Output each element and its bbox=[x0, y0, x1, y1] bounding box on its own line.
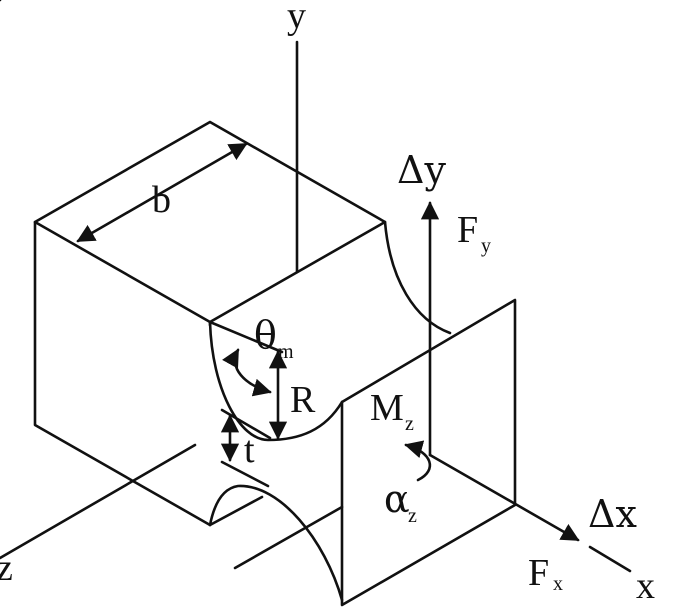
notch-lower-profile bbox=[208, 484, 344, 602]
t-ref-bottom bbox=[220, 460, 270, 488]
coordinate-axes bbox=[0, 40, 632, 573]
x-axis-label: x bbox=[636, 565, 655, 607]
theta-m-subscript: m bbox=[278, 341, 294, 363]
moment-mz-subscript: z bbox=[405, 413, 414, 435]
force-fy-subscript: y bbox=[481, 235, 491, 257]
notch-upper-far-edge bbox=[383, 220, 452, 335]
lower-back-edge bbox=[208, 495, 264, 527]
width-b-dimension bbox=[76, 142, 248, 243]
force-fx-subscript: x bbox=[553, 573, 563, 595]
z-axis-label: z bbox=[0, 547, 13, 589]
alpha-z-subscript: z bbox=[408, 505, 417, 527]
theta-arc bbox=[222, 348, 272, 397]
delta-y-label: Δy bbox=[397, 148, 446, 192]
thickness-t-indicator bbox=[220, 408, 272, 488]
alpha-z-label: α bbox=[384, 477, 410, 521]
block-top-face bbox=[33, 120, 387, 324]
right-cut-plane bbox=[340, 298, 517, 607]
x-axis-tail bbox=[588, 545, 632, 573]
moment-mz-arc bbox=[404, 440, 432, 482]
theta-m-label: θ bbox=[254, 313, 277, 357]
theta-ref-line bbox=[208, 320, 284, 354]
radius-r-label: R bbox=[290, 379, 316, 421]
moment-mz-label: M bbox=[370, 387, 404, 429]
notch-upper-profile bbox=[208, 320, 344, 442]
thickness-t-label: t bbox=[244, 429, 255, 471]
delta-x-label: Δx bbox=[588, 492, 637, 536]
flexure-block bbox=[33, 120, 517, 607]
force-fy-label: F bbox=[457, 209, 478, 251]
force-fx-label: F bbox=[528, 552, 549, 594]
z-axis-line bbox=[0, 443, 197, 560]
y-axis-label: y bbox=[287, 0, 306, 37]
x-axis-line bbox=[428, 453, 580, 542]
block-left-face bbox=[33, 220, 212, 527]
width-b-label: b bbox=[152, 179, 171, 221]
theta-angle-indicator bbox=[208, 320, 284, 397]
z-axis-extension bbox=[233, 505, 344, 570]
